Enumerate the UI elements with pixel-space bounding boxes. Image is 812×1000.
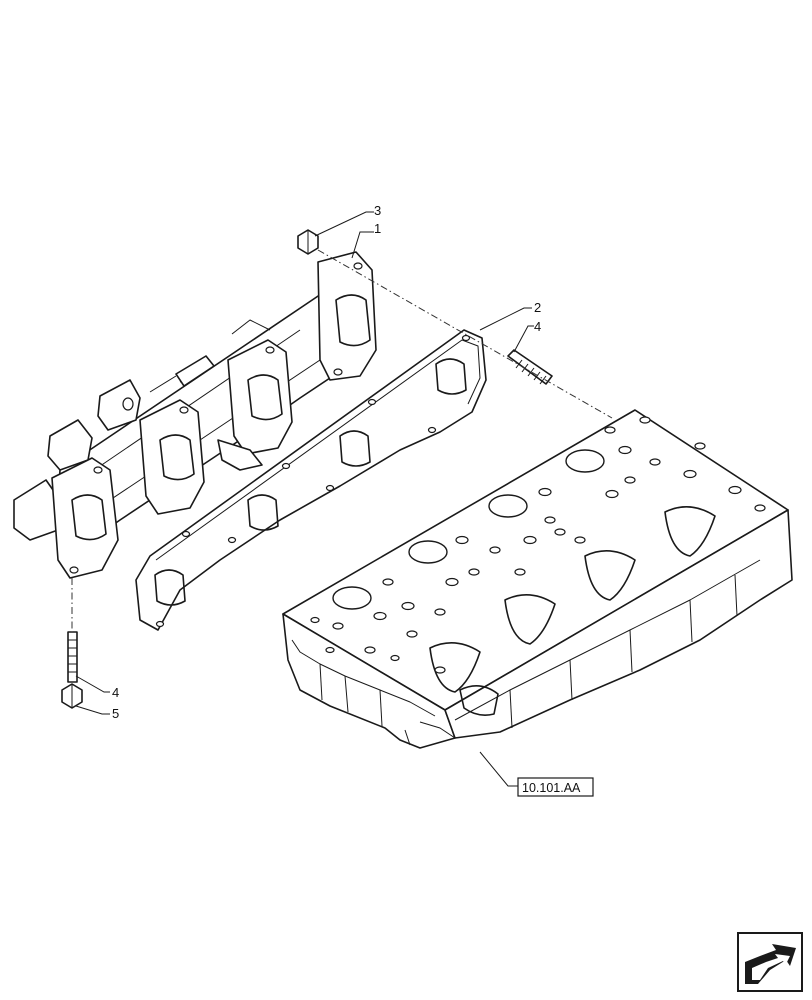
nut-upper (297, 229, 319, 255)
next-page-arrow-icon[interactable] (737, 932, 803, 992)
reference-label: 10.101.AA (522, 781, 581, 795)
cylinder-head (282, 409, 793, 749)
callout-3-label: 3 (374, 203, 381, 218)
assembly-centerline-upper (317, 249, 613, 419)
callout-5-label: 5 (112, 706, 119, 721)
callout-4-lower: 4 (75, 675, 119, 700)
stud-upper (507, 349, 553, 385)
callout-4-upper-label: 4 (534, 319, 541, 334)
manifold-gasket (135, 329, 487, 631)
callout-4-lower-label: 4 (112, 685, 119, 700)
stud-lower (67, 631, 78, 683)
callout-1-label: 1 (374, 221, 381, 236)
nut-lower (61, 683, 83, 709)
callout-1: 1 (351, 221, 381, 259)
callout-2: 2 (479, 300, 541, 331)
reference-10-101-AA[interactable]: 10.101.AA (479, 751, 594, 797)
callout-5: 5 (75, 705, 119, 721)
callout-4-upper: 4 (513, 319, 541, 353)
exhaust-manifold (13, 251, 377, 579)
callout-2-label: 2 (534, 300, 541, 315)
callout-3: 3 (314, 203, 381, 237)
